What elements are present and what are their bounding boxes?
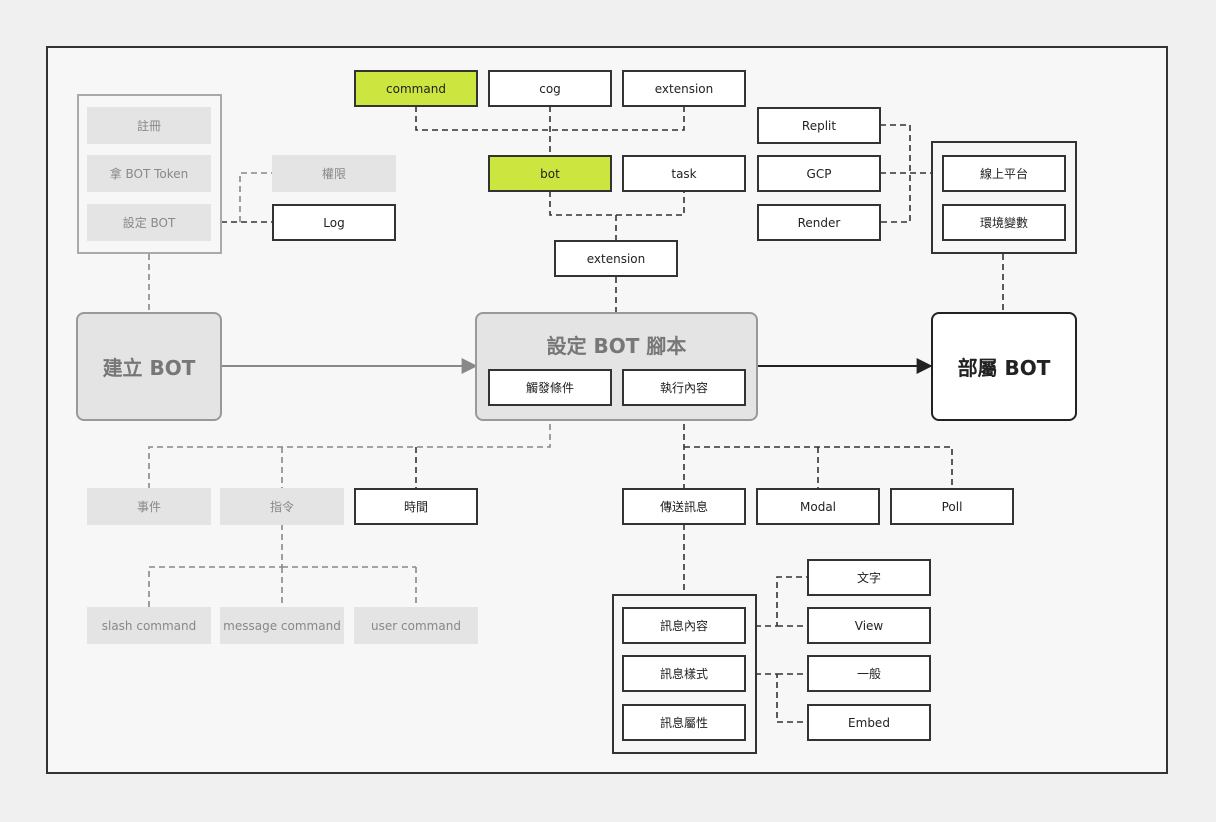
node-setup-bot[interactable]: 設定 BOT xyxy=(87,204,211,241)
node-command[interactable]: command xyxy=(354,70,478,107)
node-message-command[interactable]: message command xyxy=(220,607,344,644)
node-user-command[interactable]: user command xyxy=(354,607,478,644)
node-replit[interactable]: Replit xyxy=(757,107,881,144)
node-online-platform[interactable]: 線上平台 xyxy=(942,155,1066,192)
node-extension-top[interactable]: extension xyxy=(622,70,746,107)
node-send-message[interactable]: 傳送訊息 xyxy=(622,488,746,525)
node-msg-style[interactable]: 訊息樣式 xyxy=(622,655,746,692)
node-log[interactable]: Log xyxy=(272,204,396,241)
node-embed[interactable]: Embed xyxy=(807,704,931,741)
node-cog[interactable]: cog xyxy=(488,70,612,107)
node-register[interactable]: 註冊 xyxy=(87,107,211,144)
link-triggers xyxy=(148,404,551,488)
node-text[interactable]: 文字 xyxy=(807,559,931,596)
script-title: 設定 BOT 腳本 xyxy=(546,334,687,358)
node-env-vars[interactable]: 環境變數 xyxy=(942,204,1066,241)
link-commands xyxy=(148,524,417,607)
node-msg-attributes[interactable]: 訊息屬性 xyxy=(622,704,746,741)
link-bot-task xyxy=(549,191,685,216)
node-msg-content[interactable]: 訊息內容 xyxy=(622,607,746,644)
link-style-types xyxy=(745,673,808,723)
link-command-cog-ext xyxy=(415,106,685,131)
node-bot-token[interactable]: 拿 BOT Token xyxy=(87,155,211,192)
node-permission[interactable]: 權限 xyxy=(272,155,396,192)
node-time[interactable]: 時間 xyxy=(354,488,478,525)
node-trigger[interactable]: 觸發條件 xyxy=(488,369,612,406)
node-gcp[interactable]: GCP xyxy=(757,155,881,192)
node-view[interactable]: View xyxy=(807,607,931,644)
node-command-trigger[interactable]: 指令 xyxy=(220,488,344,525)
node-action[interactable]: 執行內容 xyxy=(622,369,746,406)
link-content-types xyxy=(745,576,808,627)
node-slash-command[interactable]: slash command xyxy=(87,607,211,644)
node-task[interactable]: task xyxy=(622,155,746,192)
node-deploy-bot[interactable]: 部屬 BOT xyxy=(931,312,1077,421)
node-plain[interactable]: 一般 xyxy=(807,655,931,692)
node-modal[interactable]: Modal xyxy=(756,488,880,525)
link-permission xyxy=(239,172,272,222)
node-bot[interactable]: bot xyxy=(488,155,612,192)
node-extension[interactable]: extension xyxy=(554,240,678,277)
node-render[interactable]: Render xyxy=(757,204,881,241)
node-event[interactable]: 事件 xyxy=(87,488,211,525)
node-poll[interactable]: Poll xyxy=(890,488,1014,525)
node-create-bot[interactable]: 建立 BOT xyxy=(76,312,222,421)
